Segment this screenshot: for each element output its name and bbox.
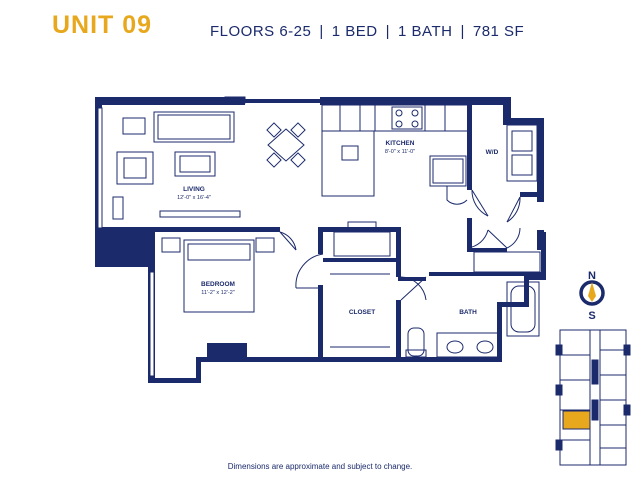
closet-fixtures xyxy=(330,273,427,348)
separator: | xyxy=(385,23,391,40)
baths-label: 1 BATH xyxy=(398,23,453,40)
wd-label: W/D xyxy=(486,149,499,156)
living-label: LIVING xyxy=(183,186,205,193)
washer-dryer xyxy=(471,124,538,223)
bedroom-window xyxy=(149,271,155,377)
floors-label: FLOORS 6-25 xyxy=(210,23,312,40)
disclaimer: Dimensions are approximate and subject t… xyxy=(227,462,413,471)
interior-walls xyxy=(155,105,544,362)
unit-specs: FLOORS 6-25 | 1 BED | 1 BATH | 781 SF xyxy=(210,23,524,40)
kitchen-fixtures xyxy=(321,104,469,205)
bedroom-furniture xyxy=(161,231,297,313)
kitchen-label: KITCHEN xyxy=(386,140,415,147)
kitchen-dims: 8'-0" x 11'-0" xyxy=(385,149,415,155)
bath-fixtures xyxy=(405,227,541,358)
separator: | xyxy=(460,23,465,40)
separator: | xyxy=(319,23,324,40)
area-label: 781 SF xyxy=(472,23,525,40)
living-dims: 12'-0" x 16'-4" xyxy=(177,195,211,201)
living-furniture xyxy=(112,96,246,220)
unit-title: UNIT 09 xyxy=(52,11,153,39)
compass-north: N xyxy=(588,270,596,282)
compass-south: S xyxy=(588,310,595,322)
dining-table xyxy=(266,122,306,168)
closet-label: CLOSET xyxy=(349,309,375,316)
unit-highlight xyxy=(562,410,591,430)
bedroom-dims: 11'-2" x 12'-2" xyxy=(201,290,234,296)
bath-label: BATH xyxy=(459,309,477,316)
bedroom-label: BEDROOM xyxy=(201,281,235,288)
compass-icon: N S xyxy=(579,270,605,322)
key-plan xyxy=(555,329,631,466)
hallway-desk xyxy=(295,221,391,289)
living-window xyxy=(97,107,103,229)
beds-label: 1 BED xyxy=(331,23,378,40)
